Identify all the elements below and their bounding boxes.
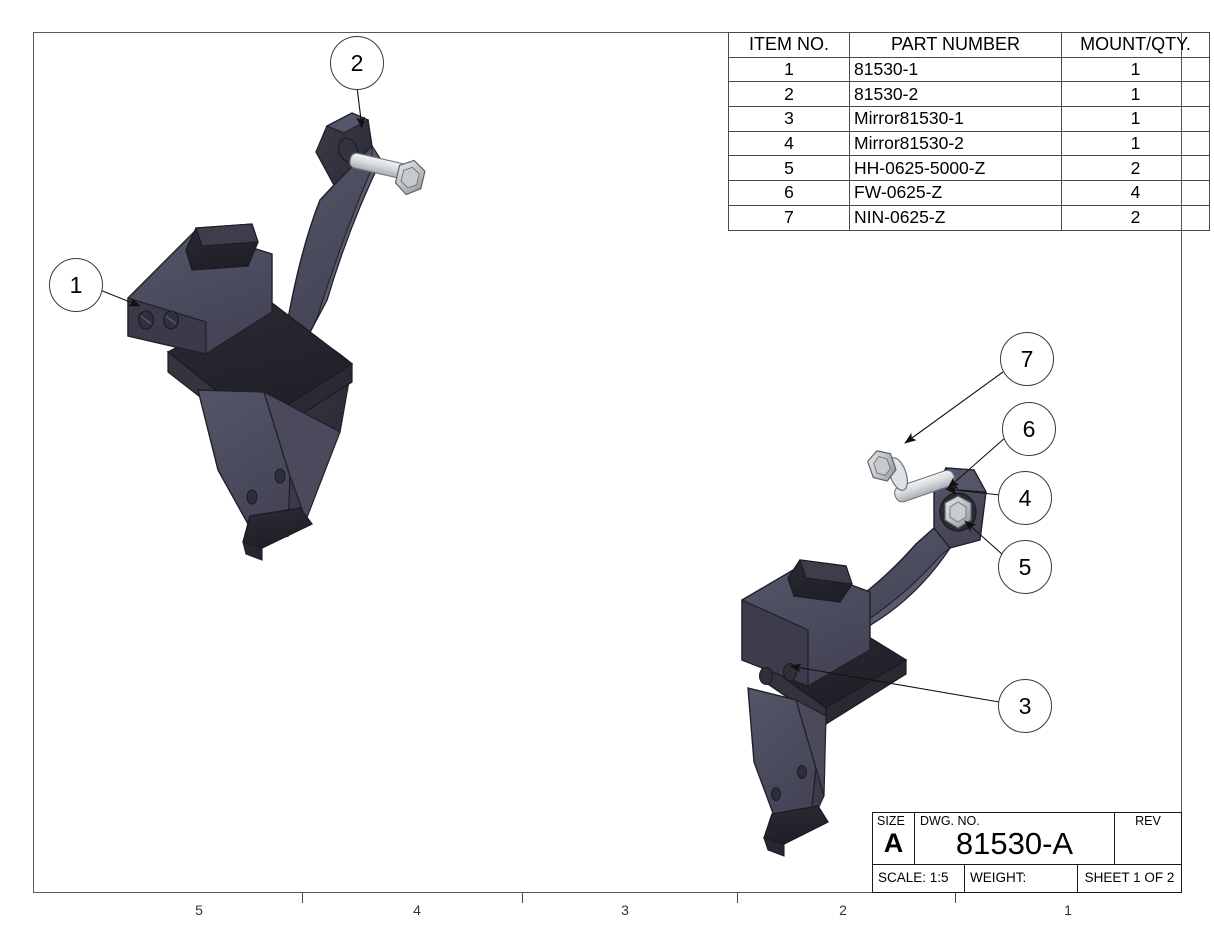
cell-qty: 4 <box>1061 180 1210 206</box>
zone-label-3: 3 <box>621 902 629 918</box>
header-mount-qty: MOUNT/QTY. <box>1061 32 1210 58</box>
balloon-7[interactable]: 7 <box>1000 332 1054 386</box>
dwg-no-value: 81530-A <box>955 826 1074 861</box>
scale-field: SCALE: 1:5 <box>873 865 965 892</box>
cell-part: Mirror81530-1 <box>849 106 1062 132</box>
cell-qty: 2 <box>1061 155 1210 182</box>
cell-item: 6 <box>728 180 850 206</box>
balloon-5-label: 5 <box>1018 553 1032 580</box>
header-part-number: PART NUMBER <box>849 32 1062 58</box>
zone-tick-2-1 <box>955 893 956 903</box>
size-field: SIZE A <box>873 813 915 864</box>
rev-field: REV <box>1115 813 1181 864</box>
dwg-no-field: DWG. NO. 81530-A <box>915 813 1115 864</box>
cell-part: 81530-1 <box>849 56 1062 83</box>
balloon-1[interactable]: 1 <box>49 258 103 312</box>
balloon-6-label: 6 <box>1022 415 1036 442</box>
title-block: SIZE A DWG. NO. 81530-A REV SCALE: 1:5 W… <box>872 812 1182 893</box>
cell-qty: 1 <box>1061 81 1210 108</box>
balloon-6[interactable]: 6 <box>1002 402 1056 456</box>
header-item-no: ITEM NO. <box>728 32 850 58</box>
sheet-field: SHEET 1 OF 2 <box>1084 870 1175 885</box>
title-block-lower: SCALE: 1:5 WEIGHT: SHEET 1 OF 2 <box>873 865 1181 892</box>
zone-tick-5-4 <box>302 893 303 903</box>
cell-item: 4 <box>728 130 850 157</box>
rev-label: REV <box>1135 814 1161 828</box>
zone-label-4: 4 <box>413 902 421 918</box>
cell-part: Mirror81530-2 <box>849 130 1062 157</box>
cell-qty: 1 <box>1061 130 1210 157</box>
balloon-3[interactable]: 3 <box>998 679 1052 733</box>
cell-qty: 1 <box>1061 56 1210 83</box>
balloon-2-label: 2 <box>350 49 364 76</box>
balloon-7-label: 7 <box>1020 345 1034 372</box>
drawing-border <box>33 32 1182 893</box>
table-header-row: ITEM NO. PART NUMBER MOUNT/QTY. <box>728 32 1210 58</box>
size-label: SIZE <box>877 814 905 828</box>
zone-tick-4-3 <box>522 893 523 903</box>
size-value: A <box>883 828 904 858</box>
cell-qty: 1 <box>1061 106 1210 132</box>
balloon-4-label: 4 <box>1018 484 1032 511</box>
cell-item: 5 <box>728 155 850 182</box>
zone-label-5: 5 <box>195 902 203 918</box>
zone-label-1: 1 <box>1064 902 1072 918</box>
cell-part: 81530-2 <box>849 81 1062 108</box>
cell-item: 7 <box>728 204 850 231</box>
cell-item: 2 <box>728 81 850 108</box>
balloon-2[interactable]: 2 <box>330 36 384 90</box>
balloon-3-label: 3 <box>1018 692 1032 719</box>
balloon-5[interactable]: 5 <box>998 540 1052 594</box>
zone-tick-3-2 <box>737 893 738 903</box>
balloon-4[interactable]: 4 <box>998 471 1052 525</box>
cell-item: 1 <box>728 56 850 83</box>
cell-part: FW-0625-Z <box>849 180 1062 206</box>
cell-part: NIN-0625-Z <box>849 204 1062 231</box>
dwg-no-label: DWG. NO. <box>920 814 980 828</box>
cell-qty: 2 <box>1061 204 1210 231</box>
zone-label-2: 2 <box>839 902 847 918</box>
cell-part: HH-0625-5000-Z <box>849 155 1062 182</box>
title-block-upper: SIZE A DWG. NO. 81530-A REV <box>873 813 1181 865</box>
weight-field: WEIGHT: <box>965 865 1078 892</box>
cell-item: 3 <box>728 106 850 132</box>
balloon-1-label: 1 <box>69 271 83 298</box>
